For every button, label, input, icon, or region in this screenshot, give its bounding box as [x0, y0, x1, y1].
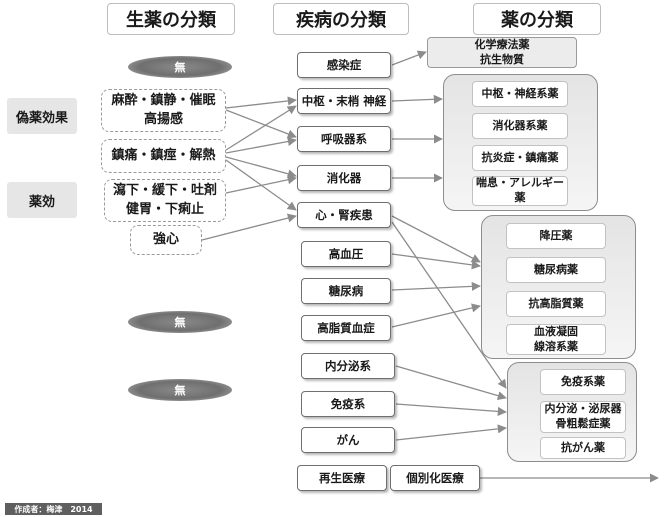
arrow-analgesic-respiratory — [225, 137, 297, 154]
crude-laxative-line2: 健胃・下痢止 — [125, 201, 204, 217]
header-drug-classification: 薬の分類 — [473, 3, 601, 35]
drug-antiinflammatory: 抗炎症・鎮痛薬 — [472, 145, 568, 171]
drug-group-immune: 免疫系薬 内分泌・泌尿器 骨粗鬆症薬 抗がん薬 — [507, 362, 637, 462]
arrow-hypertension-cardiogroup — [391, 253, 481, 270]
arrow-diabetes-cardiogroup — [391, 281, 481, 291]
drug-thrombolytic: 血液凝固 線溶系薬 — [506, 324, 606, 355]
disease-digestive: 消化器 — [297, 165, 391, 191]
disease-heart-kidney: 心・腎疾患 — [297, 202, 391, 228]
drug-asthma-line1: 喘息・アレルギー — [476, 176, 564, 190]
arrow-laxative-digestive — [225, 175, 297, 194]
crude-anesthesia-line1: 麻酔・鎮静・催眠 — [111, 92, 216, 108]
arrow-anesthesia-respiratory — [225, 109, 297, 139]
crude-analgesic: 鎮痛・鎮痙・解熱 — [101, 139, 226, 173]
disease-immune: 免疫系 — [301, 391, 395, 417]
disease-diabetes: 糖尿病 — [301, 278, 391, 304]
header-disease-classification: 疾病の分類 — [273, 3, 409, 35]
disease-regenerative-medicine: 再生医療 — [297, 465, 387, 491]
drug-digestive: 消化器系薬 — [472, 113, 568, 139]
drug-anticancer: 抗がん薬 — [540, 437, 626, 459]
drug-endocrine-urology: 内分泌・泌尿器 骨粗鬆症薬 — [540, 401, 626, 433]
arrow-cns-neurogroup — [391, 94, 443, 104]
arrow-endocrine-immunegroup — [395, 365, 507, 401]
crude-anesthesia: 麻酔・鎮静・催眠 高揚感 — [101, 89, 226, 132]
drug-neuro: 中枢・神経系薬 — [472, 81, 568, 107]
drug-group-neuro: 中枢・神経系薬 消化器系薬 抗炎症・鎮痛薬 喘息・アレルギー 薬 — [443, 74, 598, 211]
arrow-heart-cardiogroup — [391, 215, 481, 263]
drug-antihypertensive: 降圧薬 — [506, 223, 606, 249]
crude-laxative-line1: 瀉下・緩下・吐剤 — [112, 182, 217, 198]
side-label-efficacy: 薬効 — [7, 182, 77, 218]
crude-cardiac-label: 強心 — [152, 231, 179, 247]
disease-cancer: がん — [301, 427, 395, 453]
none-ellipse-bottom: 無 — [128, 379, 232, 401]
drug-chemotherapy-line1: 化学療法薬 — [474, 37, 530, 51]
arrow-analgesic-cns — [225, 105, 297, 151]
drug-thrombolytic-line1: 血液凝固 — [534, 324, 578, 338]
drug-endocrine-line2: 骨粗鬆症薬 — [555, 417, 611, 430]
crude-cardiac: 強心 — [130, 225, 202, 255]
none-ellipse-middle: 無 — [128, 311, 232, 333]
crude-anesthesia-line2: 高揚感 — [143, 111, 183, 127]
disease-hypertension: 高血圧 — [301, 241, 391, 267]
drug-chemotherapy: 化学療法薬 抗生物質 — [427, 37, 577, 68]
author-credit: 作成者：梅津 2014 — [5, 503, 102, 515]
crude-laxative: 瀉下・緩下・吐剤 健胃・下痢止 — [104, 179, 226, 222]
drug-chemotherapy-line2: 抗生物質 — [480, 52, 524, 66]
arrow-immune-immunegroup — [395, 403, 507, 416]
arrow-infection-chemo — [391, 50, 427, 66]
disease-personalized-medicine: 個別化医療 — [390, 465, 480, 491]
arrow-analgesic-digestive — [225, 156, 297, 179]
disease-hyperlipidemia: 高脂質血症 — [301, 315, 391, 341]
drug-thrombolytic-line2: 線溶系薬 — [534, 339, 578, 353]
header-crude-classification: 生薬の分類 — [107, 3, 235, 35]
arrow-cardiac-heart — [201, 213, 297, 241]
disease-infection: 感染症 — [297, 52, 391, 78]
disease-respiratory: 呼吸器系 — [297, 126, 391, 152]
drug-asthma-line2: 薬 — [514, 191, 526, 204]
arrow-hyperlipidemia-cardiogroup — [391, 303, 481, 328]
disease-endocrine: 内分泌系 — [301, 353, 395, 379]
drug-asthma-allergy: 喘息・アレルギー 薬 — [472, 176, 568, 206]
drug-diabetes: 糖尿病薬 — [506, 257, 606, 283]
drug-antilipid: 抗高脂質薬 — [506, 291, 606, 317]
arrow-cancer-immunegroup — [395, 424, 507, 441]
arrow-anesthesia-cns — [225, 96, 297, 109]
side-label-placebo: 偽薬効果 — [7, 98, 77, 134]
drug-group-cardio: 降圧薬 糖尿病薬 抗高脂質薬 血液凝固 線溶系薬 — [481, 215, 636, 359]
drug-endocrine-line1: 内分泌・泌尿器 — [544, 402, 622, 416]
disease-cns: 中枢・末梢 神経 — [297, 88, 391, 114]
none-ellipse-top: 無 — [128, 56, 232, 78]
drug-immune: 免疫系薬 — [540, 369, 626, 395]
arrow-heart-immunegroup — [391, 221, 507, 389]
crude-analgesic-label: 鎮痛・鎮痙・解熱 — [111, 147, 216, 163]
